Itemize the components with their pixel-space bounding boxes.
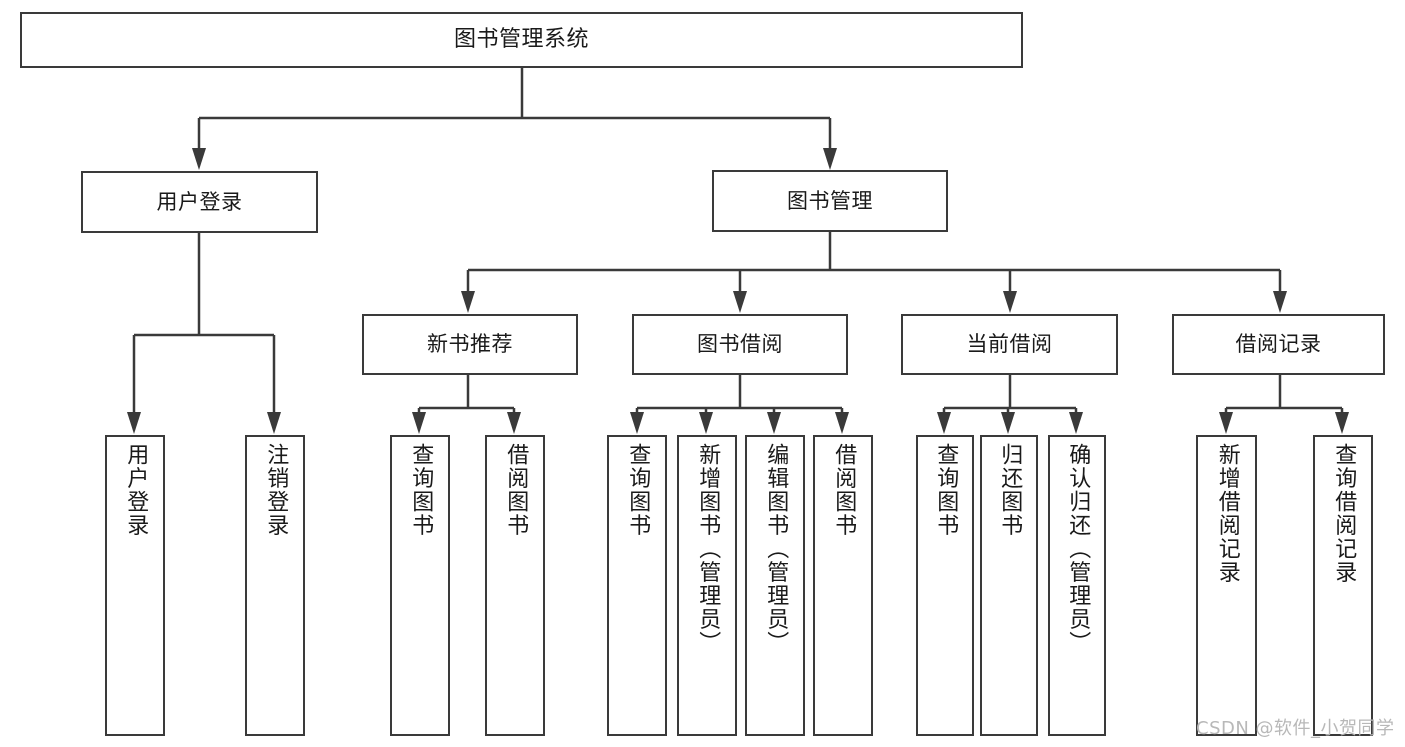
- edge-book-manage-arrow-3: [1273, 291, 1287, 313]
- edge-new-book-rec-arrow-1: [507, 412, 521, 434]
- node-label: 新增图书（管理员）: [695, 443, 721, 655]
- node-user-login[interactable]: 用户登录: [81, 171, 318, 233]
- edge-user-login-arrow-1: [267, 412, 281, 434]
- edge-book-manage-arrow-1: [733, 291, 747, 313]
- node-label: 新书推荐: [427, 332, 513, 357]
- node-root[interactable]: 图书管理系统: [20, 12, 1023, 68]
- csdn-watermark: CSDN @软件_小贺同学: [1196, 718, 1395, 739]
- edge-book-manage-arrow-0: [461, 291, 475, 313]
- edge-book-manage-arrow-2: [1003, 291, 1017, 313]
- edge-borrow-record-arrow-0: [1219, 412, 1233, 434]
- node-leaf-query-3[interactable]: 查询图书: [916, 435, 974, 736]
- node-leaf-logout[interactable]: 注销登录: [245, 435, 305, 736]
- node-label: 编辑图书（管理员）: [763, 443, 789, 655]
- node-current-borrow[interactable]: 当前借阅: [901, 314, 1118, 375]
- edge-current-borrow-arrow-1: [1001, 412, 1015, 434]
- node-leaf-return[interactable]: 归还图书: [980, 435, 1038, 736]
- node-label: 确认归还（管理员）: [1065, 443, 1091, 655]
- edge-root-arrow-0: [192, 148, 206, 170]
- edge-user-login-arrow-0: [127, 412, 141, 434]
- node-label: 注销登录: [263, 443, 289, 537]
- node-label: 查询借阅记录: [1331, 443, 1357, 584]
- node-label: 用户登录: [156, 189, 243, 214]
- node-label: 借阅记录: [1235, 332, 1322, 357]
- node-label: 图书管理系统: [453, 27, 589, 53]
- edge-new-book-rec-arrow-0: [412, 412, 426, 434]
- node-label: 用户登录: [123, 443, 149, 537]
- edge-book-borrow-arrow-3: [835, 412, 849, 434]
- edge-current-borrow-arrow-2: [1069, 412, 1083, 434]
- node-borrow-record[interactable]: 借阅记录: [1172, 314, 1385, 375]
- node-leaf-edit-book[interactable]: 编辑图书（管理员）: [745, 435, 805, 736]
- node-label: 查询图书: [408, 443, 434, 537]
- node-leaf-qry-record[interactable]: 查询借阅记录: [1313, 435, 1373, 736]
- node-leaf-add-record[interactable]: 新增借阅记录: [1196, 435, 1257, 736]
- node-label: 当前借阅: [966, 332, 1053, 357]
- node-label: 图书管理: [787, 188, 873, 213]
- node-book-borrow[interactable]: 图书借阅: [632, 314, 848, 375]
- edge-root-arrow-1: [823, 148, 837, 170]
- node-label: 查询图书: [625, 443, 651, 537]
- node-book-manage[interactable]: 图书管理: [712, 170, 948, 232]
- node-leaf-add-book[interactable]: 新增图书（管理员）: [677, 435, 737, 736]
- node-leaf-confirm[interactable]: 确认归还（管理员）: [1048, 435, 1106, 736]
- node-leaf-query-1[interactable]: 查询图书: [390, 435, 450, 736]
- edge-book-borrow-arrow-2: [767, 412, 781, 434]
- node-label: 新增借阅记录: [1214, 443, 1240, 584]
- node-label: 查询图书: [933, 443, 959, 537]
- edge-book-borrow-arrow-1: [699, 412, 713, 434]
- node-label: 借阅图书: [503, 443, 529, 537]
- edge-borrow-record-arrow-1: [1335, 412, 1349, 434]
- node-leaf-borrow-1[interactable]: 借阅图书: [485, 435, 545, 736]
- node-label: 图书借阅: [697, 332, 783, 357]
- node-leaf-user-login[interactable]: 用户登录: [105, 435, 165, 736]
- node-leaf-borrow-2[interactable]: 借阅图书: [813, 435, 873, 736]
- node-new-book-rec[interactable]: 新书推荐: [362, 314, 578, 375]
- node-leaf-query-2[interactable]: 查询图书: [607, 435, 667, 736]
- node-label: 归还图书: [997, 443, 1023, 537]
- node-label: 借阅图书: [831, 443, 857, 537]
- edge-current-borrow-arrow-0: [937, 412, 951, 434]
- edge-book-borrow-arrow-0: [630, 412, 644, 434]
